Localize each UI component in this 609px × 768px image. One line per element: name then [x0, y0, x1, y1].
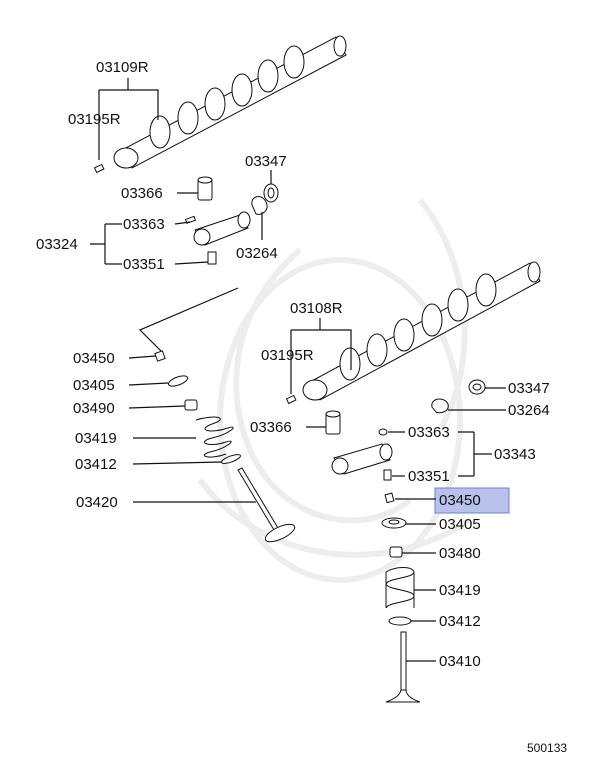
- leader-03450-left: [128, 355, 157, 359]
- camshaft-shaft: [121, 36, 347, 169]
- label-03343: 03343: [494, 446, 536, 463]
- label-03351-mid: 03351: [408, 468, 450, 485]
- label-03347-top: 03347: [245, 153, 287, 170]
- label-03324: 03324: [36, 236, 78, 253]
- label-03351-top: 03351: [123, 256, 165, 273]
- camshaft-middle: [302, 261, 541, 401]
- seal-03490: [184, 399, 198, 411]
- label-03109r: 03109R: [96, 59, 149, 76]
- spring-03419-right: [385, 567, 415, 609]
- seal-03480: [389, 546, 403, 558]
- label-03347-right: 03347: [508, 380, 550, 397]
- leader-03490: [128, 405, 186, 409]
- label-03419-left: 03419: [75, 430, 117, 447]
- label-03363-mid: 03363: [408, 424, 450, 441]
- bracket-03324: [90, 223, 122, 265]
- pin-03195r-mid: [285, 394, 297, 405]
- camshaft-tip: [333, 35, 347, 57]
- lash-adjuster-mid: [325, 410, 341, 435]
- label-03405-right: 03405: [439, 516, 481, 533]
- leader-03412-left: [132, 461, 223, 465]
- valve-03410: [385, 631, 421, 703]
- leader-03109r: [98, 78, 159, 160]
- camshaft-end: [113, 147, 139, 169]
- leader-03405-left: [128, 382, 169, 386]
- seal-03347-top-inner: [267, 187, 275, 199]
- label-03419-right: 03419: [439, 582, 481, 599]
- label-03363-top: 03363: [123, 216, 165, 233]
- lash-adjuster-top: [197, 176, 213, 201]
- spring-03419-left: [195, 416, 234, 458]
- label-03410: 03410: [439, 653, 481, 670]
- pin-03195r-top: [93, 163, 105, 174]
- retainer-03405-left: [168, 375, 188, 387]
- label-03366-top: 03366: [121, 185, 163, 202]
- bracket-03343: [458, 431, 492, 477]
- label-03195r-top: 03195R: [68, 111, 121, 128]
- cam-lobes: [149, 45, 305, 149]
- part-03450-left: [154, 350, 166, 362]
- label-03366-mid: 03366: [250, 419, 292, 436]
- diagram-number: 500133: [527, 741, 567, 755]
- camshaft-top: [113, 35, 347, 169]
- part-03450-right: [384, 492, 395, 504]
- label-03450-left: 03450: [73, 350, 115, 367]
- label-03412-right: 03412: [439, 613, 481, 630]
- label-03264-top: 03264: [236, 245, 278, 262]
- label-03108r: 03108R: [290, 300, 343, 317]
- leader-03108r: [290, 318, 352, 394]
- retainer-03405-right-inner: [388, 519, 400, 525]
- label-03480: 03480: [439, 545, 481, 562]
- seat-03412-right: [388, 616, 412, 626]
- label-03405-left: 03405: [73, 377, 115, 394]
- label-03450-right[interactable]: 03450: [439, 492, 481, 509]
- watermark-stroke: [197, 478, 472, 558]
- label-03490: 03490: [73, 400, 115, 417]
- seal-03347-right-inner: [472, 383, 482, 391]
- connector-top-to-left: [138, 287, 239, 353]
- callout-labels: 03109R 03195R 03347 03366 03363 03324 03…: [36, 59, 567, 755]
- leader-03351-top: [174, 261, 209, 265]
- valve-03420: [237, 467, 296, 543]
- leader-03363-top: [174, 221, 191, 225]
- label-03412-left: 03412: [75, 456, 117, 473]
- gasket-03264-right: [431, 398, 449, 414]
- rocker-arm-top: [184, 211, 251, 265]
- label-03420: 03420: [76, 494, 118, 511]
- rocker-arm-mid: [331, 428, 393, 481]
- label-03195r-mid: 03195R: [261, 347, 314, 364]
- gasket-03264-top: [251, 196, 268, 215]
- highlight-box-03450[interactable]: [434, 487, 510, 514]
- label-03264-right: 03264: [508, 402, 550, 419]
